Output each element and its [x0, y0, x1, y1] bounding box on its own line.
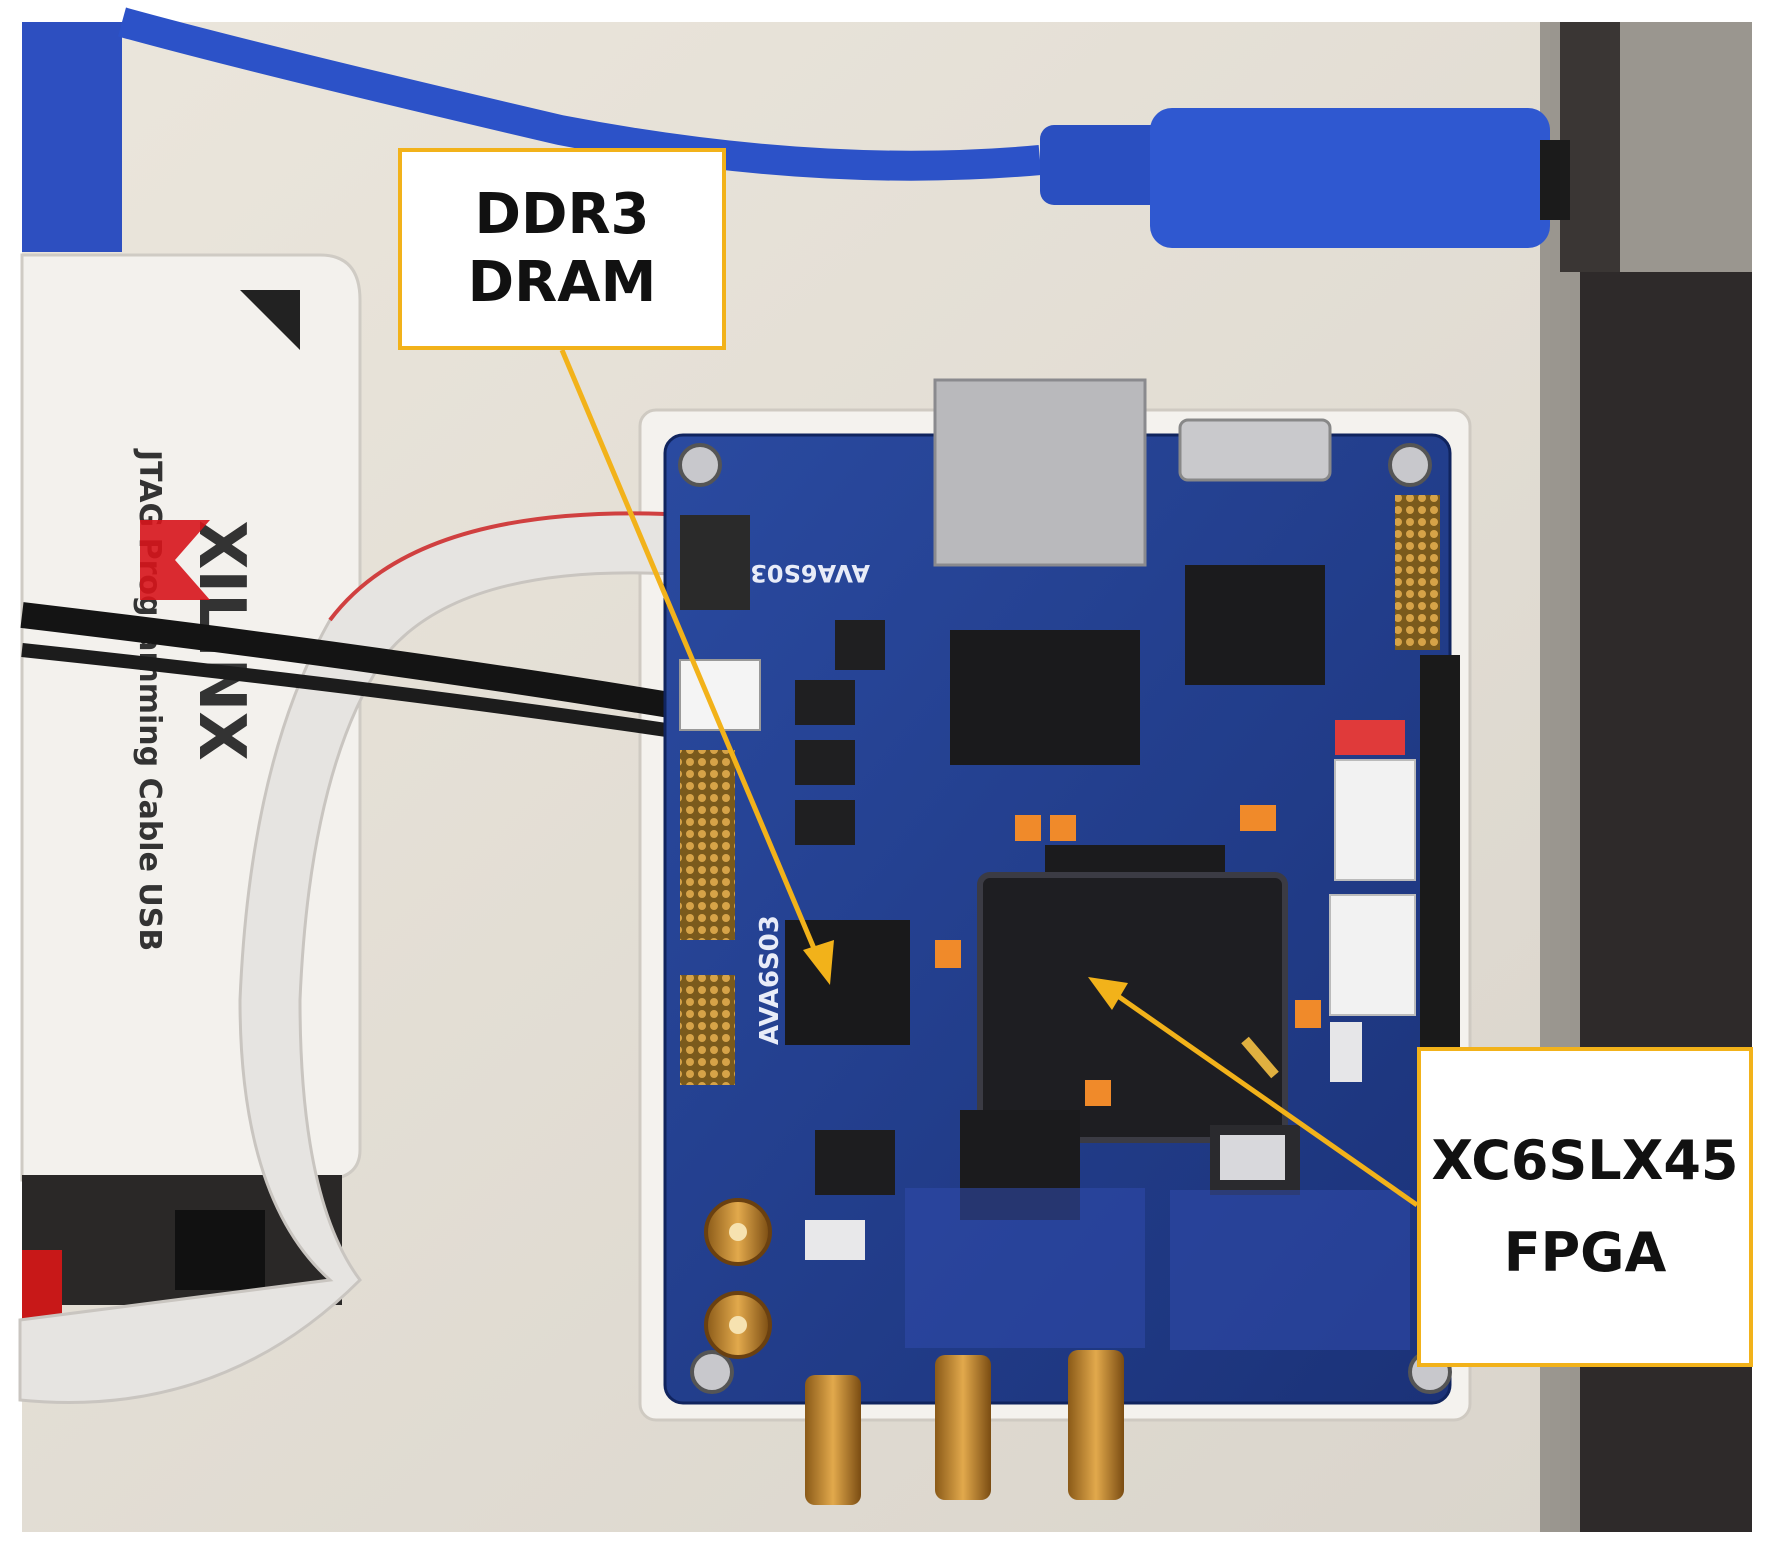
board-silkscreen-top: AVA6S03: [750, 559, 870, 587]
fpga-label-line2: FPGA: [1503, 1221, 1667, 1284]
black-cable: [20, 602, 703, 723]
usb-cable: [118, 7, 1570, 248]
fpga-callout: XC6SLX45 FPGA: [1417, 1047, 1753, 1367]
fpga-arrow-line: [1113, 991, 1419, 1208]
ddr3-chip: [785, 920, 910, 1045]
pcb-board: AVA6S03 AVA6S03: [663, 378, 1460, 1505]
sma-connector: [704, 1198, 1124, 1505]
ddr3-arrow-line: [559, 349, 821, 959]
fpga-label-line1: XC6SLX45: [1431, 1129, 1739, 1193]
ddr3-label-line1: DDR3: [474, 181, 650, 247]
ddr3-callout: DDR3 DRAM: [398, 148, 726, 350]
ddr3-label-line2: DRAM: [467, 250, 657, 315]
fpga-arrow-head: [1088, 977, 1128, 1010]
callout-arrows: [559, 349, 1419, 1208]
ddr3-arrow-head: [803, 940, 834, 985]
board-silkscreen-left: AVA6S03: [755, 915, 785, 1045]
